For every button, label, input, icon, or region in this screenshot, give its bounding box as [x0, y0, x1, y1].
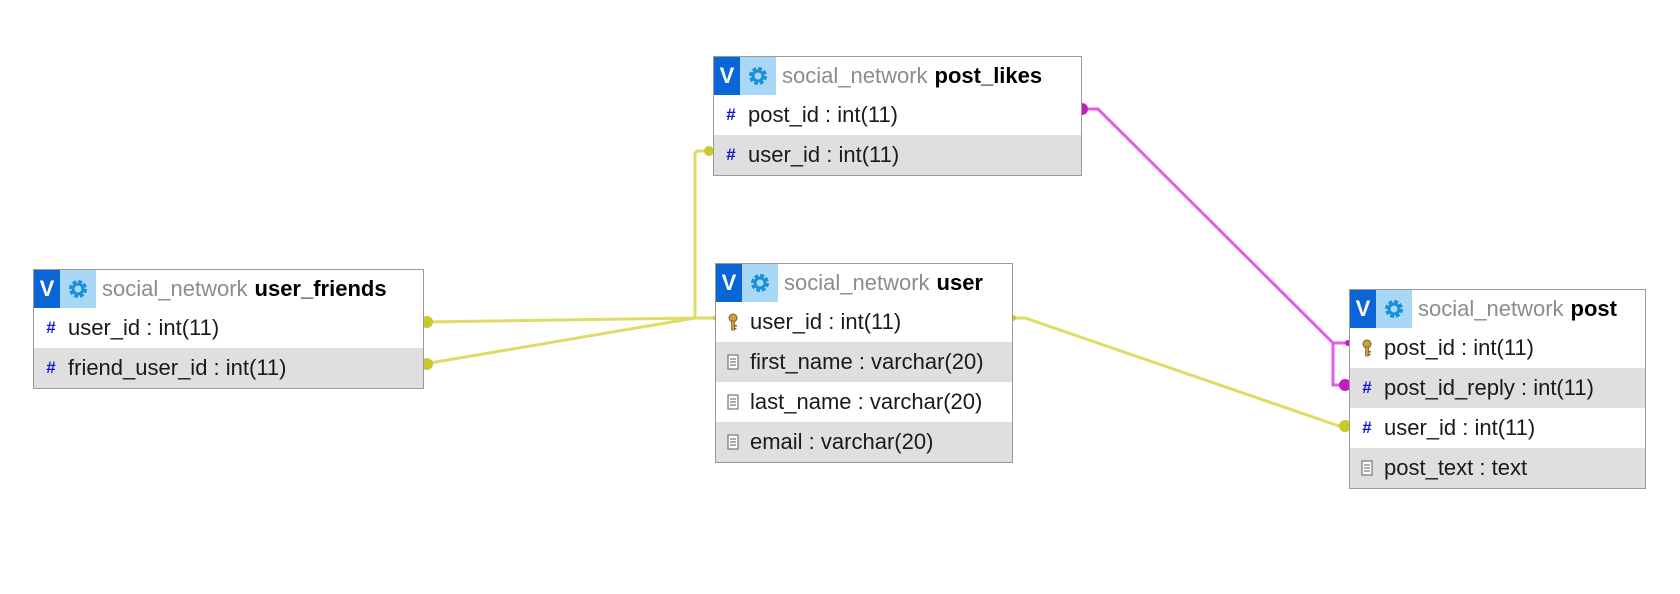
- hash-icon: #: [1362, 418, 1372, 437]
- column-row[interactable]: post_id : int(11): [1350, 328, 1645, 368]
- text-doc-icon: [726, 394, 740, 410]
- view-toggle-button[interactable]: V: [716, 264, 742, 302]
- column-label: post_text : text: [1384, 455, 1528, 480]
- column-label: post_id : int(11): [748, 102, 899, 127]
- column-row[interactable]: last_name : varchar(20): [716, 382, 1012, 422]
- table-header[interactable]: V social_network post_likes: [714, 57, 1081, 95]
- relation-endpoint: [704, 146, 714, 156]
- column-label: user_id : int(11): [1384, 415, 1536, 440]
- column-label: first_name : varchar(20): [750, 349, 984, 374]
- view-toggle-button[interactable]: V: [714, 57, 740, 95]
- gear-icon[interactable]: [1376, 290, 1412, 328]
- relation-endpoint: [421, 358, 433, 370]
- column-row[interactable]: # post_id_reply : int(11): [1350, 368, 1645, 408]
- table-post-likes[interactable]: V social_network post_likes # post_id : …: [713, 56, 1082, 176]
- column-label: email : varchar(20): [750, 429, 934, 454]
- database-name: social_network: [784, 270, 930, 295]
- hash-icon: #: [46, 358, 56, 377]
- gear-icon[interactable]: [742, 264, 778, 302]
- column-label: last_name : varchar(20): [750, 389, 983, 414]
- column-label: user_id : int(11): [750, 309, 902, 334]
- column-label: user_id : int(11): [748, 142, 900, 167]
- column-row[interactable]: # user_id : int(11): [34, 308, 423, 348]
- column-row[interactable]: # user_id : int(11): [1350, 408, 1645, 448]
- relation-line-post-reply-self: [1331, 341, 1348, 387]
- view-toggle-button[interactable]: V: [1350, 290, 1376, 328]
- column-label: post_id_reply : int(11): [1384, 375, 1594, 400]
- hash-icon: #: [726, 105, 736, 124]
- column-row[interactable]: first_name : varchar(20): [716, 342, 1012, 382]
- database-name: social_network: [1418, 296, 1564, 321]
- relation-line-user-friends-friend-id: [423, 316, 696, 366]
- column-row[interactable]: email : varchar(20): [716, 422, 1012, 462]
- hash-icon: #: [726, 145, 736, 164]
- table-name: user: [936, 270, 983, 295]
- relation-line-post-user: [1013, 316, 1348, 428]
- text-doc-icon: [726, 434, 740, 450]
- table-header[interactable]: V social_network post: [1350, 290, 1645, 328]
- text-doc-icon: [1360, 460, 1374, 476]
- view-toggle-button[interactable]: V: [34, 270, 60, 308]
- key-icon: [1360, 339, 1374, 357]
- hash-icon: #: [46, 318, 56, 337]
- text-doc-icon: [726, 354, 740, 370]
- hash-icon: #: [1362, 378, 1372, 397]
- table-name: post_likes: [934, 63, 1043, 88]
- table-post[interactable]: V social_network post post_id : int(11) …: [1349, 289, 1646, 489]
- key-icon: [726, 313, 740, 331]
- table-user[interactable]: V social_network user user_id : int(11) …: [715, 263, 1013, 463]
- relation-line-post-likes-post: [1082, 107, 1348, 345]
- column-label: post_id : int(11): [1384, 335, 1535, 360]
- relation-endpoint: [1339, 420, 1351, 432]
- relation-line-post-likes-user: [693, 149, 709, 318]
- database-name: social_network: [782, 63, 928, 88]
- gear-icon[interactable]: [740, 57, 776, 95]
- column-row[interactable]: # post_id : int(11): [714, 95, 1081, 135]
- table-user-friends[interactable]: V social_network user_friends # user_id …: [33, 269, 424, 389]
- column-label: user_id : int(11): [68, 315, 220, 340]
- relation-endpoint: [1339, 379, 1351, 391]
- table-header[interactable]: V social_network user_friends: [34, 270, 423, 308]
- column-label: friend_user_id : int(11): [68, 355, 287, 380]
- table-name: post: [1570, 296, 1617, 321]
- table-name: user_friends: [254, 276, 387, 301]
- gear-icon[interactable]: [60, 270, 96, 308]
- column-row[interactable]: # user_id : int(11): [714, 135, 1081, 175]
- database-name: social_network: [102, 276, 248, 301]
- relation-endpoint: [421, 316, 433, 328]
- table-header[interactable]: V social_network user: [716, 264, 1012, 302]
- column-row[interactable]: # friend_user_id : int(11): [34, 348, 423, 388]
- column-row[interactable]: post_text : text: [1350, 448, 1645, 488]
- column-row[interactable]: user_id : int(11): [716, 302, 1012, 342]
